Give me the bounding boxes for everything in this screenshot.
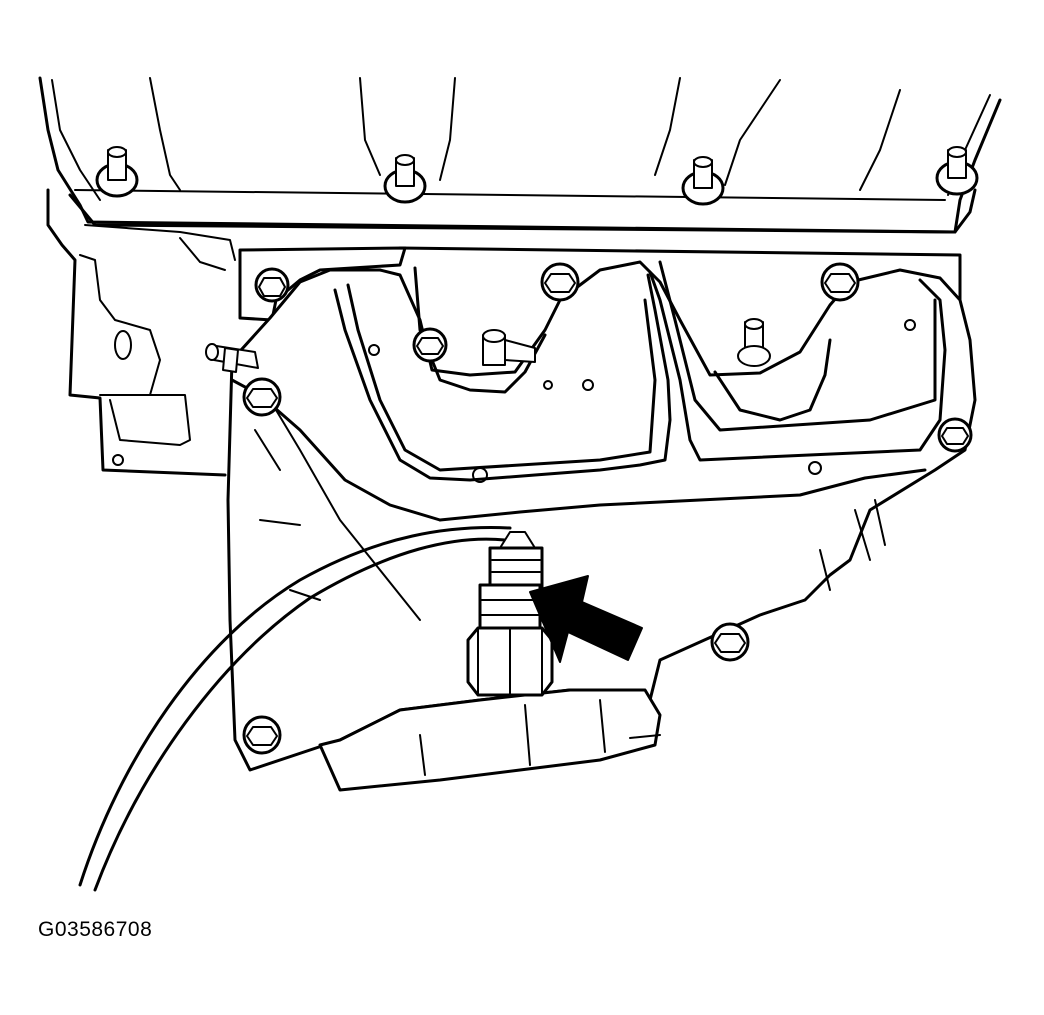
bolt-2 [540,262,580,302]
sensor-wire [78,526,512,892]
stud-4 [935,146,979,196]
stud-2 [383,154,427,204]
stud-3 [681,156,725,206]
bolt-5 [242,377,282,417]
intake-manifold [38,76,1002,234]
bolt-4 [412,327,448,363]
bolt-6 [937,417,973,453]
cylinder-head [46,188,236,477]
bolt-7 [710,622,750,662]
stud-left [205,343,259,373]
manifold-bolts [242,262,973,755]
oxygen-sensor [466,531,554,697]
bolt-8 [242,715,282,755]
bolt-3 [820,262,860,302]
bolt-1 [254,267,290,303]
manifold-studs [205,318,771,373]
stud-1 [95,146,139,198]
figure-id-label: G03586708 [38,918,153,941]
stud-center [482,329,536,366]
exhaust-manifold [226,246,977,792]
callout-arrow [529,575,643,663]
stud-right [737,318,771,367]
intake-studs [95,146,979,206]
